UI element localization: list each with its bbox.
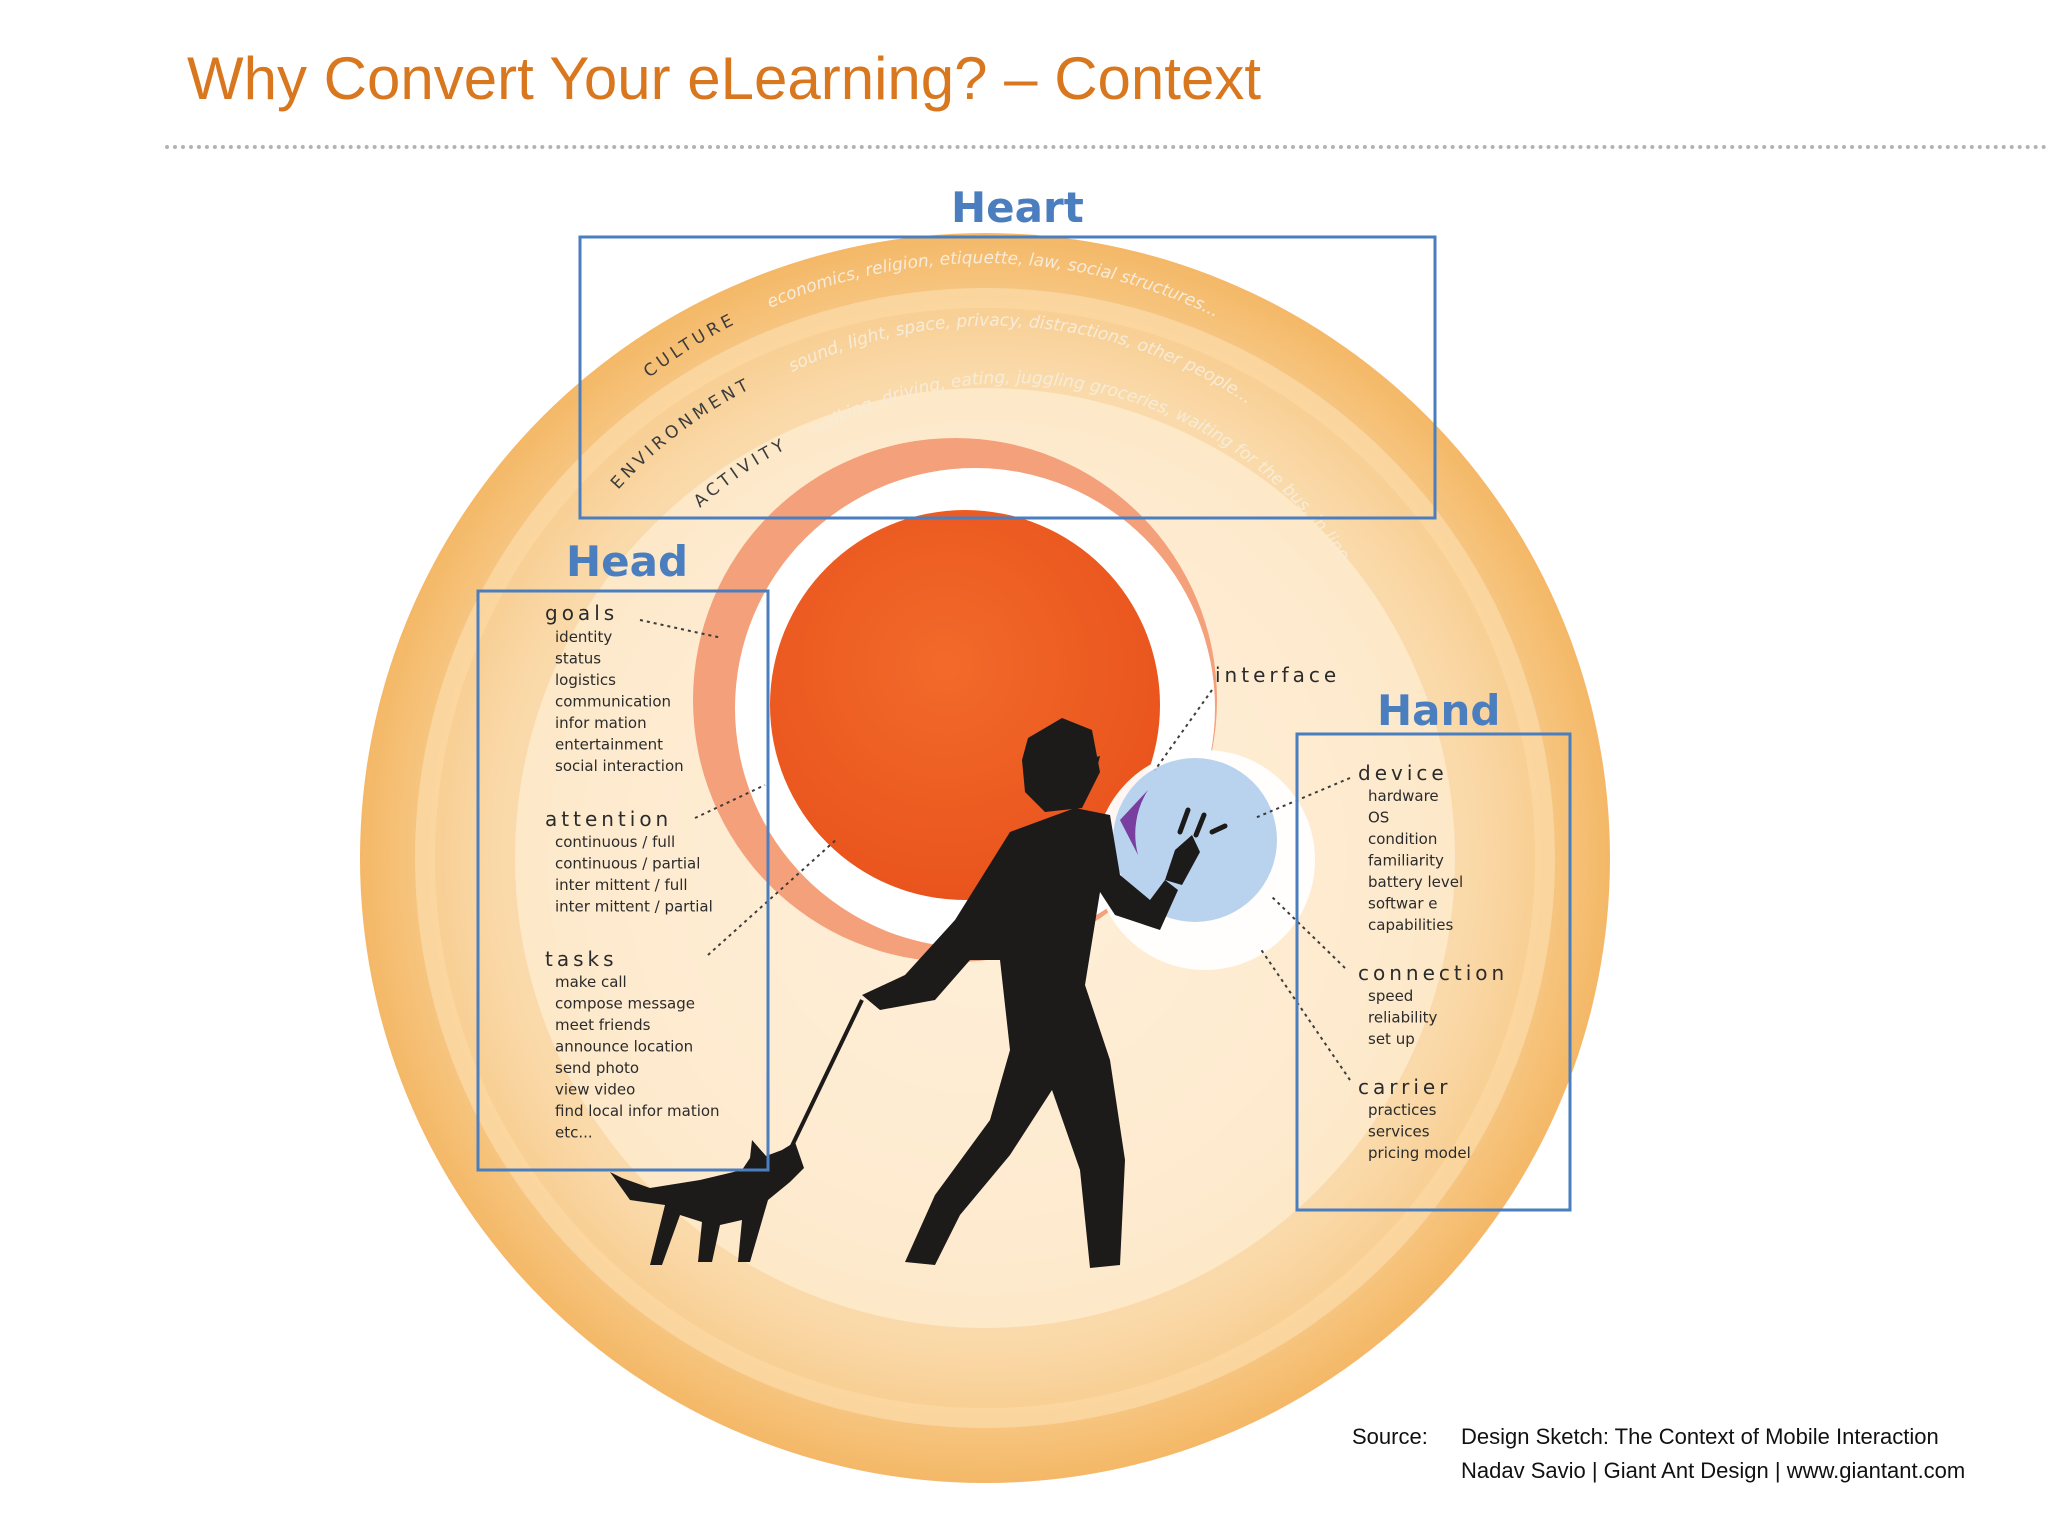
device-edge [1120, 790, 1148, 855]
goal-item: social interaction [555, 757, 684, 775]
tasks-list: make call compose message meet friends anno… [555, 973, 720, 1142]
title-divider [165, 145, 2048, 149]
goals-title: goals [545, 601, 618, 625]
task-item: find local infor mation [555, 1102, 720, 1120]
attention-item: inter mittent / full [555, 876, 688, 894]
leader-lines [639, 619, 1351, 1081]
attention-item: inter mittent / partial [555, 898, 713, 916]
device-bubble [1113, 758, 1277, 922]
task-item: meet friends [555, 1016, 651, 1034]
goal-item: identity [555, 628, 612, 646]
connection-item: speed [1368, 987, 1413, 1005]
slide-title: Why Convert Your eLearning? – Context [187, 45, 1261, 112]
goal-item: entertainment [555, 736, 663, 754]
head-section: goals identity status logistics communicati… [545, 601, 720, 1142]
attention-item: continuous / partial [555, 855, 700, 873]
attention-item: continuous / full [555, 833, 675, 851]
carrier-title: carrier [1358, 1075, 1451, 1099]
task-item: etc... [555, 1124, 593, 1142]
source-line-1: Design Sketch: The Context of Mobile Int… [1461, 1424, 1939, 1449]
attention-list: continuous / full continuous / partial int… [555, 833, 713, 916]
goal-item: logistics [555, 671, 616, 689]
device-item: hardware [1368, 787, 1439, 805]
connection-item: reliability [1368, 1009, 1437, 1027]
interface-label: interface [1215, 663, 1340, 687]
goal-item: infor mation [555, 714, 647, 732]
goal-item: communication [555, 693, 671, 711]
hand-callout-label: Hand [1377, 686, 1500, 735]
device-title: device [1358, 761, 1448, 785]
device-item: familiarity [1368, 852, 1444, 870]
task-item: announce location [555, 1038, 693, 1056]
callout-labels: Heart Head Hand [566, 183, 1500, 735]
task-item: view video [555, 1081, 635, 1099]
heart-box [578, 235, 1437, 520]
carrier-item: practices [1368, 1101, 1437, 1119]
goal-item: status [555, 650, 601, 668]
connection-title: connection [1358, 961, 1508, 985]
device-item: battery level [1368, 873, 1463, 891]
head-callout-label: Head [566, 537, 688, 586]
tasks-title: tasks [545, 947, 618, 971]
task-item: compose message [555, 995, 695, 1013]
heart-callout-label: Heart [951, 183, 1084, 232]
source-line-2: Nadav Savio | Giant Ant Design | www.gia… [1461, 1458, 1966, 1483]
carrier-item: services [1368, 1123, 1430, 1141]
carrier-item: pricing model [1368, 1144, 1471, 1162]
goals-list: identity status logistics communication info… [555, 628, 684, 775]
connection-list: speed reliability set up [1368, 987, 1437, 1048]
device-item: condition [1368, 830, 1437, 848]
callout-boxes [476, 235, 1572, 1212]
device-item: capabilities [1368, 916, 1453, 934]
connection-item: set up [1368, 1030, 1415, 1048]
device-item: OS [1368, 809, 1389, 827]
hand-box [1295, 732, 1572, 1212]
task-item: make call [555, 973, 627, 991]
signal-icon [1177, 807, 1228, 838]
carrier-list: practices services pricing model [1368, 1101, 1471, 1162]
device-item: softwar e [1368, 895, 1438, 913]
task-item: send photo [555, 1059, 639, 1077]
walking-person-figure [862, 718, 1200, 1268]
head-box [476, 589, 770, 1172]
source-label: Source: [1352, 1424, 1428, 1449]
attention-title: attention [545, 807, 672, 831]
